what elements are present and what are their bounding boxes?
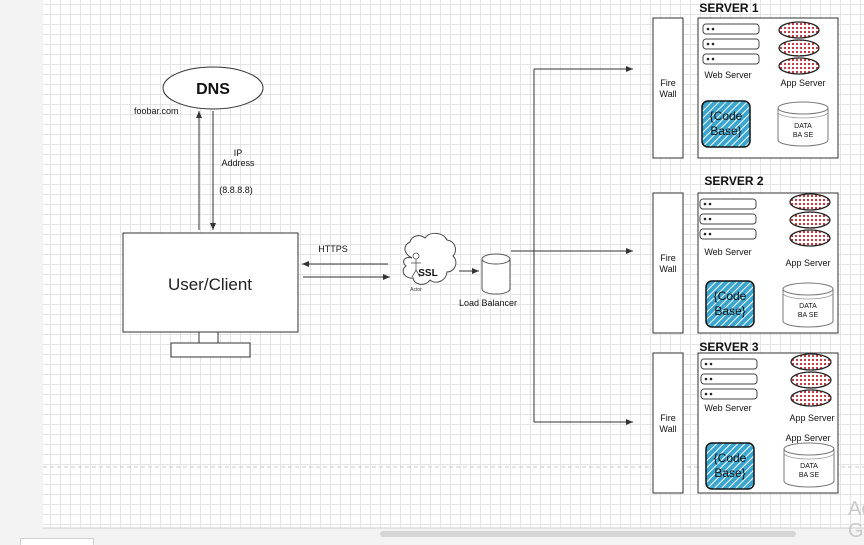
app-server-icon xyxy=(789,193,831,247)
app-server-label-2: App Server xyxy=(785,433,830,443)
routing-lines xyxy=(511,66,633,425)
code-base-label-line2: Base} xyxy=(714,304,745,318)
database-label-line2: BA SE xyxy=(798,312,819,319)
database-label-line2: BA SE xyxy=(799,472,820,479)
firewall-label-line1: Fire xyxy=(660,253,676,263)
web-server-icon xyxy=(699,198,757,240)
app-server-icon xyxy=(790,353,832,407)
watermark-line1: Ac xyxy=(848,498,864,520)
code-base-label-line1: {Code xyxy=(710,109,743,123)
server-1[interactable]: SERVER 1 Web Server App Server {Code Bas… xyxy=(697,1,839,159)
dns-label: DNS xyxy=(196,81,230,98)
dns-domain-label: foobar.com xyxy=(134,106,179,116)
https-label: HTTPS xyxy=(318,244,348,254)
server-3[interactable]: SERVER 3 Web Server App Server App Serve… xyxy=(697,340,839,494)
web-server-label: Web Server xyxy=(704,70,751,80)
actor-icon xyxy=(411,252,421,278)
client-label: User/Client xyxy=(168,275,252,294)
ssl-label: SSL xyxy=(418,268,437,279)
server-2[interactable]: SERVER 2 Web Server App Server {Code Bas… xyxy=(697,174,839,334)
dns-node[interactable]: DNS xyxy=(162,66,264,110)
database-label-line1: DATA xyxy=(799,303,817,310)
app-server-icon xyxy=(778,21,820,75)
activation-watermark: Ac Go xyxy=(848,498,864,542)
firewall-2[interactable]: Fire Wall xyxy=(652,192,684,334)
horizontal-scrollbar[interactable] xyxy=(380,531,796,537)
firewall-3[interactable]: Fire Wall xyxy=(652,352,684,494)
app-server-label: App Server xyxy=(789,413,834,423)
code-base-label-line1: {Code xyxy=(714,289,747,303)
firewall-label-line2: Wall xyxy=(659,89,676,99)
server-title: SERVER 1 xyxy=(699,1,758,15)
firewall-1[interactable]: Fire Wall xyxy=(652,17,684,159)
ip-label-line2: Address xyxy=(221,158,255,168)
watermark-line2: Go xyxy=(848,520,864,542)
ssl-cloud[interactable]: SSL Actor xyxy=(402,232,457,293)
server-title: SERVER 3 xyxy=(699,340,758,354)
page-tab[interactable] xyxy=(20,538,94,545)
firewall-label-line1: Fire xyxy=(660,78,676,88)
app-server-label: App Server xyxy=(780,78,825,88)
database-label-line1: DATA xyxy=(794,123,812,130)
firewall-label-line2: Wall xyxy=(659,424,676,434)
code-base-label-line1: {Code xyxy=(714,451,747,465)
ip-address-value: (8.8.8.8) xyxy=(219,185,253,195)
load-balancer[interactable]: Load Balancer xyxy=(459,253,517,308)
code-base-label-line2: Base} xyxy=(710,124,741,138)
database-label-line1: DATA xyxy=(800,463,818,470)
web-server-label: Web Server xyxy=(704,403,751,413)
web-server-icon xyxy=(702,23,760,65)
firewall-label-line2: Wall xyxy=(659,264,676,274)
database-label-line2: BA SE xyxy=(793,132,814,139)
web-server-icon xyxy=(700,358,758,400)
load-balancer-label: Load Balancer xyxy=(459,298,517,308)
ip-label-line1: IP xyxy=(234,148,243,158)
code-base-label-line2: Base} xyxy=(714,466,745,480)
firewall-label-line1: Fire xyxy=(660,413,676,423)
client-monitor[interactable]: User/Client xyxy=(122,232,299,358)
code-base-icon: {Code Base} xyxy=(701,100,751,148)
code-base-icon: {Code Base} xyxy=(705,442,755,490)
server-title: SERVER 2 xyxy=(704,174,763,188)
ssl-actor-label: Actor xyxy=(410,287,422,293)
app-server-label: App Server xyxy=(785,258,830,268)
web-server-label: Web Server xyxy=(704,247,751,257)
code-base-icon: {Code Base} xyxy=(705,280,755,328)
